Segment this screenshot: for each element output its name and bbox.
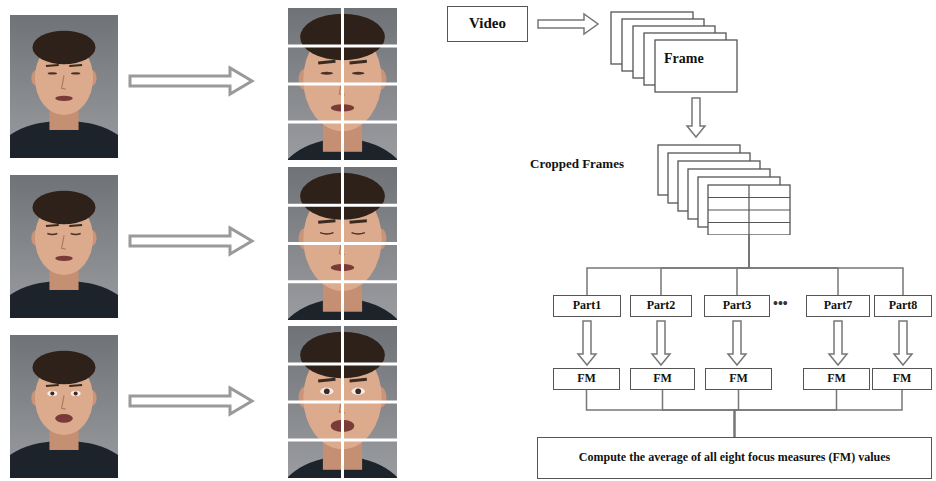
box-label: Part1 [573,299,602,313]
process-box: Part3 [704,295,770,317]
split-line [749,235,903,295]
stack-label: Frame [664,51,704,67]
box-label: Compute the average of all eight focus m… [579,451,890,465]
process-box: Part8 [874,295,932,317]
merge-line [587,390,735,437]
block-arrow [130,68,252,94]
split-line [749,235,838,295]
merge-line [735,390,903,437]
split-line [587,235,749,295]
box-label: Part2 [647,299,676,313]
process-box: FM [630,368,695,390]
merge-line [663,390,735,437]
box-label: FM [729,372,748,386]
process-box: Part1 [553,295,621,317]
face-image [10,335,118,478]
block-arrow [130,228,252,254]
process-box: Compute the average of all eight focus m… [537,437,932,479]
block-arrow [578,321,596,365]
process-box: FM [872,368,932,390]
block-arrow [894,321,912,365]
frame-stack: Frame [600,6,740,96]
process-box: Part7 [806,295,870,317]
cropped-face-image [288,167,397,320]
box-label: FM [893,372,912,386]
process-box: Part2 [630,295,692,317]
crop-grid [288,326,397,478]
box-label: Video [469,15,506,32]
stack-label: Cropped Frames [530,157,624,172]
block-arrow [130,388,252,414]
block-arrow [687,98,705,137]
process-box: FM [803,368,870,390]
process-box: Video [447,6,528,42]
crop-grid [288,8,397,160]
box-label: FM [827,372,846,386]
block-arrow [652,321,670,365]
box-label: Part7 [824,299,853,313]
face-image [10,15,118,158]
split-line [737,235,749,295]
frame-stack: Cropped Frames [528,140,796,235]
box-label: FM [653,372,672,386]
box-label: FM [577,372,596,386]
block-arrow [728,321,746,365]
box-label: Part8 [889,299,918,313]
process-box: FM [705,368,772,390]
block-arrow [538,14,598,34]
box-label: Part3 [723,299,752,313]
cropped-face-image [288,326,397,478]
process-box: FM [553,368,620,390]
ellipsis-label: ••• [773,296,788,312]
merge-line [735,390,837,437]
crop-grid [288,167,397,320]
face-image [10,175,118,318]
split-line [661,235,749,295]
block-arrow [829,321,847,365]
stack-outline [528,140,796,235]
cropped-face-image [288,8,397,160]
